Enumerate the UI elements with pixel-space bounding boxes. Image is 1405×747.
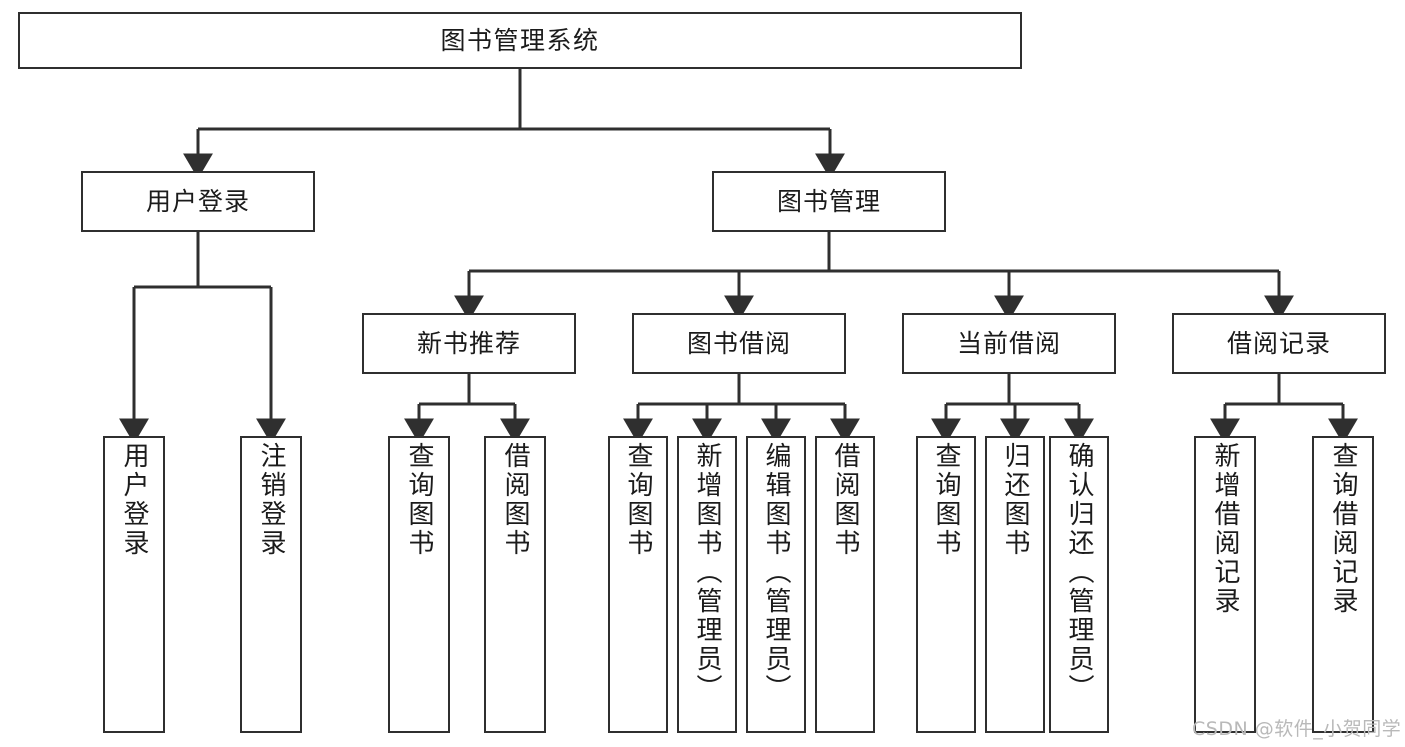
node-leaf-user-logout[interactable]: 注销登录 [240, 436, 302, 733]
node-leaf-edit-book-admin-label: 编辑图书（管理员） [761, 442, 791, 703]
node-leaf-query-book-current-label: 查询图书 [931, 442, 961, 558]
node-leaf-query-book-rec-label: 查询图书 [404, 442, 434, 558]
node-leaf-confirm-return-admin-label: 确认归还（管理员） [1064, 442, 1094, 703]
node-root-label: 图书管理系统 [440, 26, 600, 55]
node-current-borrow[interactable]: 当前借阅 [902, 313, 1116, 374]
node-leaf-borrow-book-label: 借阅图书 [830, 442, 860, 558]
node-leaf-query-borrow-record[interactable]: 查询借阅记录 [1312, 436, 1374, 733]
node-leaf-confirm-return-admin[interactable]: 确认归还（管理员） [1049, 436, 1109, 733]
node-book-manage[interactable]: 图书管理 [712, 171, 946, 232]
node-leaf-add-book-admin[interactable]: 新增图书（管理员） [677, 436, 737, 733]
node-current-borrow-label: 当前借阅 [956, 329, 1061, 358]
node-leaf-user-logout-label: 注销登录 [256, 442, 286, 558]
node-book-borrow[interactable]: 图书借阅 [632, 313, 846, 374]
node-book-borrow-label: 图书借阅 [686, 329, 791, 358]
node-user-login[interactable]: 用户登录 [81, 171, 315, 232]
node-leaf-add-book-admin-label: 新增图书（管理员） [692, 442, 722, 703]
node-leaf-add-borrow-record-label: 新增借阅记录 [1210, 442, 1240, 616]
node-leaf-return-book[interactable]: 归还图书 [985, 436, 1045, 733]
node-leaf-borrow-book-rec[interactable]: 借阅图书 [484, 436, 546, 733]
node-new-book-recommend[interactable]: 新书推荐 [362, 313, 576, 374]
node-leaf-query-book-rec[interactable]: 查询图书 [388, 436, 450, 733]
node-leaf-borrow-book-rec-label: 借阅图书 [500, 442, 530, 558]
node-leaf-borrow-book[interactable]: 借阅图书 [815, 436, 875, 733]
node-user-login-label: 用户登录 [145, 187, 250, 216]
node-root[interactable]: 图书管理系统 [18, 12, 1022, 69]
node-book-manage-label: 图书管理 [776, 187, 881, 216]
node-leaf-edit-book-admin[interactable]: 编辑图书（管理员） [746, 436, 806, 733]
node-leaf-query-book-borrow-label: 查询图书 [623, 442, 653, 558]
node-leaf-add-borrow-record[interactable]: 新增借阅记录 [1194, 436, 1256, 733]
node-borrow-record[interactable]: 借阅记录 [1172, 313, 1386, 374]
node-borrow-record-label: 借阅记录 [1226, 329, 1331, 358]
node-leaf-query-book-current[interactable]: 查询图书 [916, 436, 976, 733]
node-leaf-return-book-label: 归还图书 [1000, 442, 1030, 558]
node-leaf-user-login-label: 用户登录 [119, 442, 149, 558]
node-new-book-recommend-label: 新书推荐 [416, 329, 521, 358]
node-leaf-query-book-borrow[interactable]: 查询图书 [608, 436, 668, 733]
node-leaf-user-login[interactable]: 用户登录 [103, 436, 165, 733]
node-leaf-query-borrow-record-label: 查询借阅记录 [1328, 442, 1358, 616]
csdn-watermark: CSDN @软件_小贺同学 [1192, 718, 1402, 740]
